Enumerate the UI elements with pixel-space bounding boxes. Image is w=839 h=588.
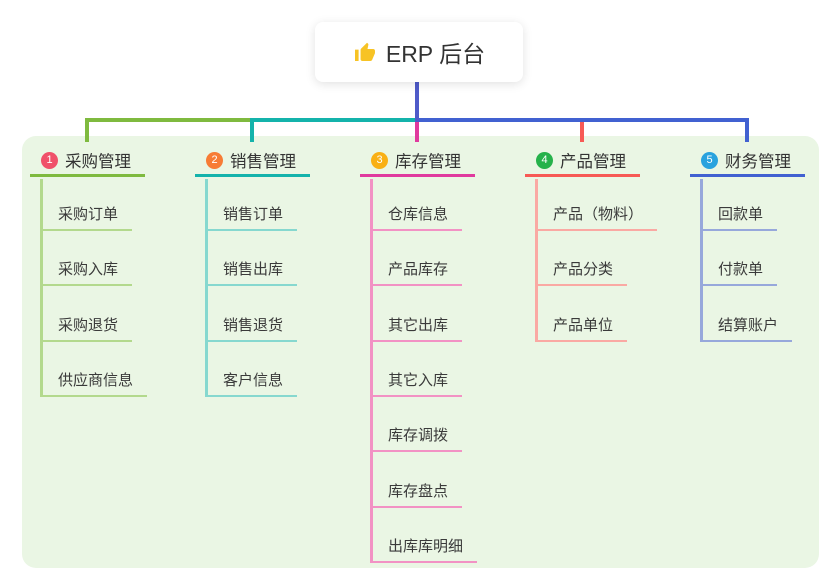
- branch-node-2[interactable]: 2 销售管理: [195, 146, 310, 177]
- branch-badge: 3: [371, 151, 388, 169]
- branches-panel: [22, 136, 819, 568]
- branch-node-1[interactable]: 1 采购管理: [30, 146, 145, 177]
- branch-title-label: 库存管理: [395, 153, 461, 171]
- branch-node-3[interactable]: 3 库存管理: [360, 146, 475, 177]
- child-node[interactable]: 销售出库: [205, 258, 298, 287]
- child-node[interactable]: 付款单: [700, 258, 778, 287]
- branch-connector-drop: [250, 120, 254, 142]
- child-node[interactable]: 其它入库: [370, 369, 463, 397]
- branch-connector-bus: [415, 118, 749, 122]
- branch-title-label: 产品管理: [560, 153, 626, 171]
- child-node[interactable]: 供应商信息: [40, 369, 148, 397]
- child-node[interactable]: 产品分类: [535, 258, 628, 287]
- branch-badge: 2: [206, 151, 223, 169]
- branch-title-label: 销售管理: [230, 153, 296, 171]
- branch-trunk-line: [205, 179, 208, 398]
- child-node[interactable]: 销售订单: [205, 203, 298, 231]
- child-node[interactable]: 库存盘点: [370, 480, 463, 508]
- root-connector: [415, 82, 419, 122]
- branch-badge: 1: [41, 151, 58, 169]
- child-node[interactable]: 产品单位: [535, 314, 628, 342]
- child-node[interactable]: 采购入库: [40, 258, 133, 287]
- branch-connector-bus: [85, 118, 254, 122]
- branch-connector-drop: [580, 120, 584, 142]
- branch-badge: 5: [701, 151, 718, 169]
- branch-connector-drop: [745, 120, 749, 142]
- child-node[interactable]: 仓库信息: [370, 203, 463, 231]
- root-node[interactable]: ERP 后台: [315, 22, 523, 82]
- branch-title-label: 财务管理: [725, 153, 791, 171]
- child-node[interactable]: 销售退货: [205, 314, 298, 342]
- child-node[interactable]: 回款单: [700, 203, 778, 231]
- branch-trunk-line: [700, 179, 703, 343]
- child-node[interactable]: 其它出库: [370, 314, 463, 342]
- child-node[interactable]: 采购订单: [40, 203, 133, 231]
- child-node[interactable]: 库存调拨: [370, 424, 463, 453]
- root-title: ERP 后台: [385, 41, 486, 67]
- branch-connector-bus: [250, 118, 419, 122]
- child-node[interactable]: 出库库明细: [370, 535, 478, 563]
- branch-node-4[interactable]: 4 产品管理: [525, 146, 640, 177]
- child-node[interactable]: 产品（物料）: [535, 203, 658, 231]
- branch-badge: 4: [536, 151, 553, 169]
- branch-connector-drop: [85, 120, 89, 142]
- child-node[interactable]: 客户信息: [205, 369, 298, 397]
- child-node[interactable]: 结算账户: [700, 314, 793, 342]
- child-node[interactable]: 采购退货: [40, 314, 133, 342]
- branch-trunk-line: [40, 179, 43, 398]
- branch-title-label: 采购管理: [65, 153, 131, 171]
- child-node[interactable]: 产品库存: [370, 258, 463, 287]
- branch-trunk-line: [370, 179, 373, 564]
- thumbs-up-icon: [353, 40, 377, 64]
- branch-connector-drop: [415, 120, 419, 142]
- branch-node-5[interactable]: 5 财务管理: [690, 146, 805, 177]
- branch-trunk-line: [535, 179, 538, 343]
